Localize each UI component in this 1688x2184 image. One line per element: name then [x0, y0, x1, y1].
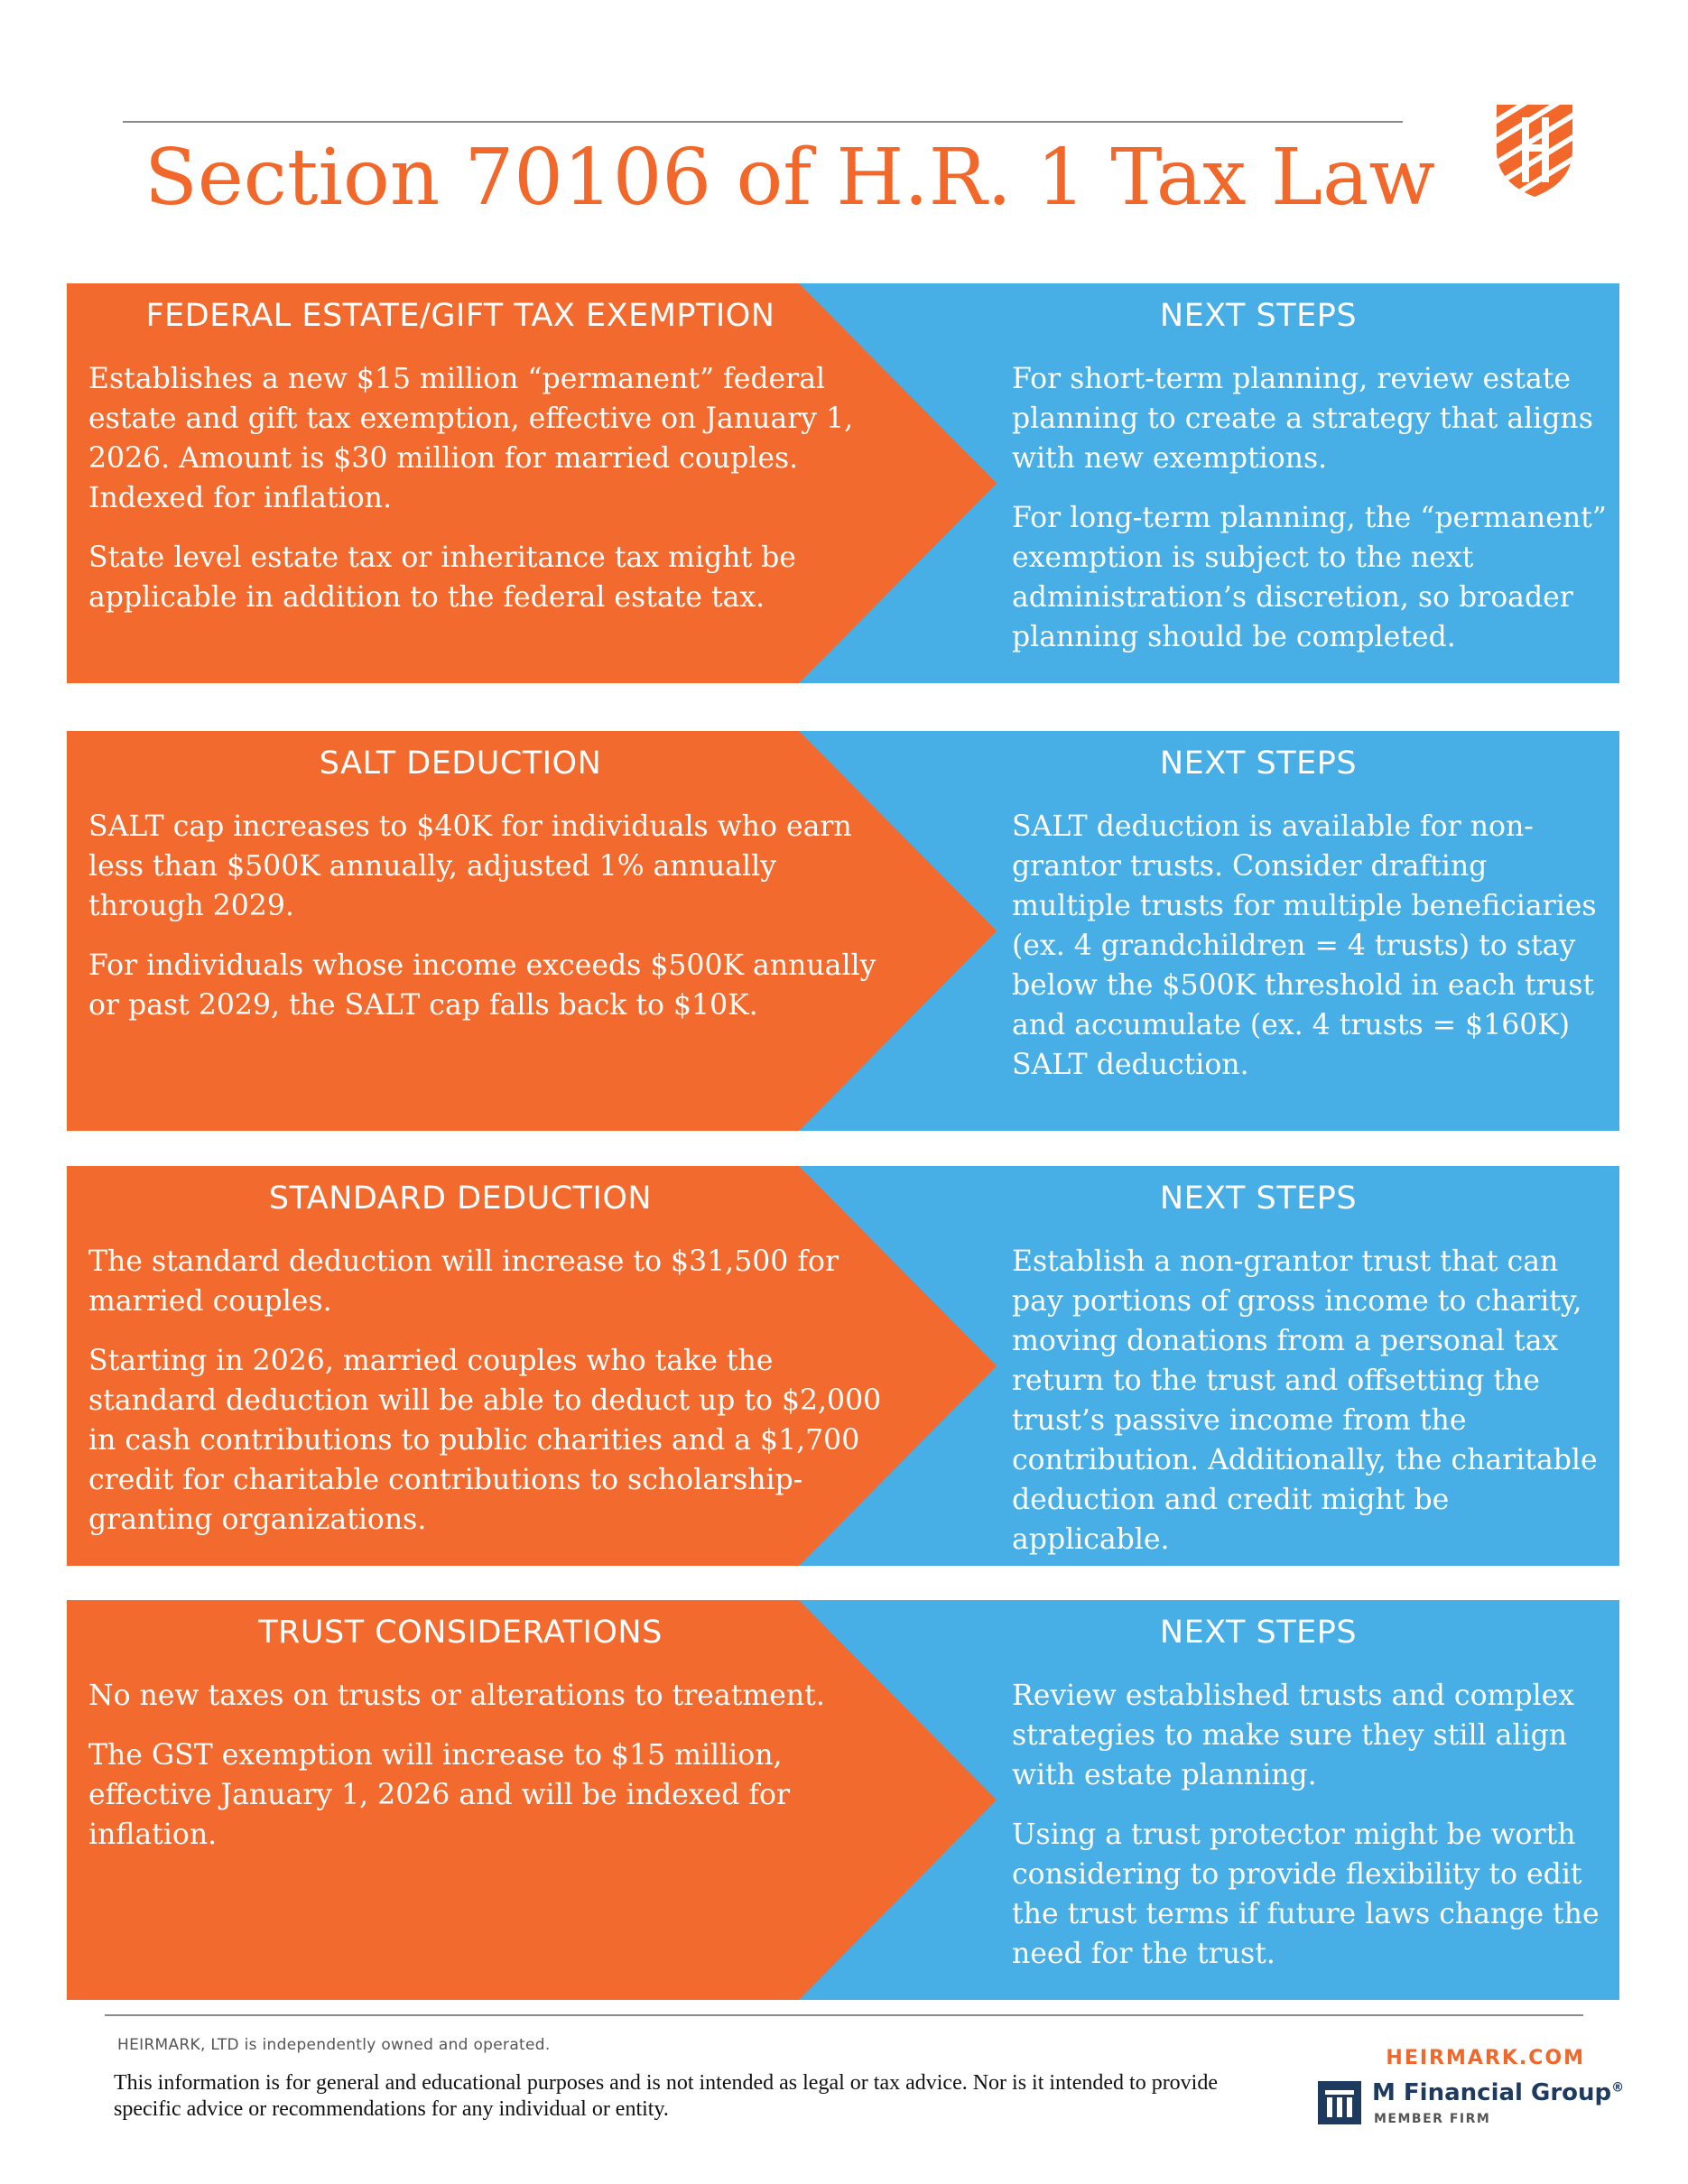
- partner-name: M Financial Group®: [1372, 2079, 1625, 2106]
- topic-panel: [67, 283, 997, 683]
- partner-subtitle: MEMBER FIRM: [1374, 2112, 1491, 2126]
- next-steps-heading: NEXT STEPS: [1159, 298, 1358, 334]
- next-steps-paragraph: SALT deduction is available for non-gran…: [1012, 810, 1597, 1081]
- topic-heading: TRUST CONSIDERATIONS: [258, 1615, 663, 1651]
- next-steps-heading: NEXT STEPS: [1159, 1180, 1358, 1217]
- registered-mark: ®: [1611, 2080, 1625, 2096]
- topic-paragraph: The GST exemption will increase to $15 m…: [88, 1739, 791, 1851]
- topic-panel: [67, 731, 997, 1131]
- topic-body: No new taxes on trusts or alterations to…: [88, 1676, 892, 1874]
- section-4: TRUST CONSIDERATIONS NEXT STEPS No new tax…: [67, 1600, 1619, 2000]
- next-steps-body: For short-term planning, review estate p…: [1012, 359, 1608, 677]
- next-steps-paragraph: Review established trusts and complex st…: [1012, 1680, 1575, 1791]
- next-steps-paragraph: For long-term planning, the “permanent” …: [1012, 502, 1607, 653]
- topic-paragraph: Starting in 2026, married couples who ta…: [88, 1345, 882, 1536]
- topic-paragraph: State level estate tax or inheritance ta…: [88, 541, 796, 614]
- next-steps-heading: NEXT STEPS: [1159, 1615, 1358, 1651]
- topic-paragraph: SALT cap increases to $40K for individua…: [88, 810, 852, 922]
- website-link[interactable]: HEIRMARK.COM: [1386, 2047, 1585, 2069]
- next-steps-paragraph: Establish a non-grantor trust that can p…: [1012, 1245, 1598, 1556]
- top-divider: [123, 121, 1403, 123]
- section-2: SALT DEDUCTION NEXT STEPS SALT cap increas…: [67, 731, 1619, 1131]
- topic-heading: FEDERAL ESTATE/GIFT TAX EXEMPTION: [145, 298, 775, 334]
- topic-paragraph: No new taxes on trusts or alterations to…: [88, 1680, 825, 1712]
- bottom-divider: [105, 2014, 1583, 2016]
- m-financial-icon: [1318, 2081, 1361, 2124]
- next-steps-paragraph: For short-term planning, review estate p…: [1012, 363, 1593, 475]
- m-financial-logo: M Financial Group® MEMBER FIRM: [1318, 2076, 1624, 2133]
- next-steps-heading: NEXT STEPS: [1159, 745, 1358, 782]
- topic-panel: [67, 1166, 997, 1566]
- heirmark-shield-logo: [1497, 105, 1572, 197]
- topic-paragraph: Establishes a new $15 million “permanent…: [88, 363, 854, 514]
- topic-body: Establishes a new $15 million “permanent…: [88, 359, 892, 637]
- topic-panel: [67, 1600, 997, 2000]
- ownership-note: HEIRMARK, LTD is independently owned and…: [117, 2036, 551, 2054]
- topic-body: The standard deduction will increase to …: [88, 1242, 892, 1559]
- next-steps-paragraph: Using a trust protector might be worth c…: [1012, 1818, 1600, 1970]
- topic-paragraph: For individuals whose income exceeds $50…: [88, 949, 876, 1022]
- page-title: Section 70106 of H.R. 1 Tax Law: [144, 133, 1436, 223]
- next-steps-body: Establish a non-grantor trust that can p…: [1012, 1242, 1608, 1579]
- next-steps-body: SALT deduction is available for non-gran…: [1012, 807, 1608, 1105]
- topic-heading: SALT DEDUCTION: [319, 745, 602, 782]
- section-3: STANDARD DEDUCTION NEXT STEPS The standard…: [67, 1166, 1619, 1566]
- topic-heading: STANDARD DEDUCTION: [268, 1180, 653, 1217]
- topic-body: SALT cap increases to $40K for individua…: [88, 807, 892, 1045]
- next-steps-body: Review established trusts and complex st…: [1012, 1676, 1608, 1994]
- topic-paragraph: The standard deduction will increase to …: [88, 1245, 839, 1318]
- disclaimer: This information is for general and educ…: [114, 2071, 1219, 2121]
- section-1: FEDERAL ESTATE/GIFT TAX EXEMPTION NEXT ST…: [67, 283, 1619, 683]
